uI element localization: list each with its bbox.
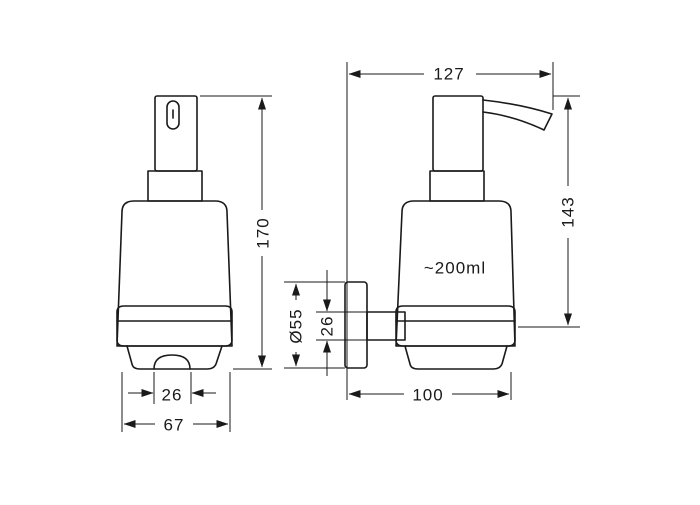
side-bracket-arm — [366, 311, 406, 341]
side-view-dispenser — [344, 95, 553, 370]
side-base — [404, 345, 508, 370]
front-base — [126, 345, 223, 370]
side-wall-rose — [344, 281, 368, 369]
dim-143-label: 143 — [559, 196, 578, 227]
side-extension-lines — [284, 62, 580, 400]
side-pump-spout — [482, 99, 553, 131]
dim-170-label: 170 — [254, 217, 273, 248]
front-glass-container — [116, 200, 233, 347]
side-pump-head — [432, 95, 484, 172]
front-pump-head — [154, 95, 198, 172]
front-neck-collar — [147, 170, 203, 202]
front-bottom-knob — [153, 354, 191, 370]
dim-26-side-label: 26 — [318, 316, 337, 337]
front-pump-slot — [166, 100, 180, 130]
dim-26-front-label: 26 — [162, 386, 183, 405]
dim-diameter-label: Ø55 — [287, 308, 306, 343]
front-extension-lines — [121, 95, 272, 432]
dim-67-label: 67 — [164, 416, 185, 435]
capacity-label: ~200ml — [424, 259, 486, 278]
front-view-dispenser — [116, 95, 233, 370]
side-neck-collar — [429, 170, 485, 202]
side-holder-ring — [395, 305, 516, 347]
dim-127-label: 127 — [433, 65, 464, 84]
dim-100-label: 100 — [412, 386, 443, 405]
front-holder-ring — [116, 305, 233, 347]
side-glass-container — [395, 200, 516, 347]
